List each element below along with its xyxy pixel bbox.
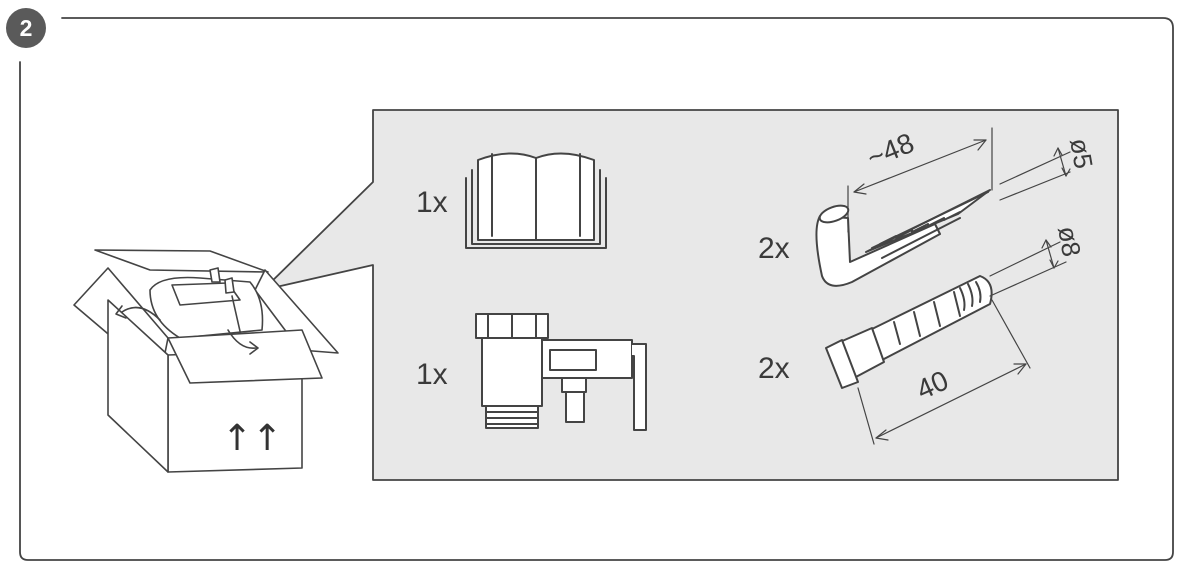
- valve-icon: [475, 313, 647, 431]
- step-number-badge: 2: [6, 8, 46, 48]
- anchor-diameter-label: ø8: [1052, 224, 1087, 259]
- box-up-arrows-icon: ↑↑: [222, 418, 282, 459]
- contents-panel: [262, 109, 1119, 481]
- unpack-arrow-right: [227, 329, 257, 349]
- outer-frame: [19, 17, 1174, 561]
- valve-quantity: 1x: [416, 358, 448, 391]
- manual-quantity: 1x: [416, 186, 448, 219]
- hook-diameter-label: ø5: [1064, 136, 1099, 171]
- box-front-flap: [167, 329, 323, 384]
- open-box-illustration: [73, 249, 339, 473]
- manual-book-icon: [465, 152, 607, 249]
- unpack-arrow-left: [121, 306, 161, 321]
- wall-anchor-icon: [825, 275, 993, 389]
- hook-screw-icon: [815, 189, 991, 287]
- hook-quantity: 2x: [758, 232, 790, 265]
- box-back-flap: [94, 249, 269, 273]
- hook-dimension-lines: [847, 127, 1071, 233]
- anchor-quantity: 2x: [758, 352, 790, 385]
- box-left-face: [107, 299, 169, 473]
- anchor-dimension-lines: [857, 239, 1067, 445]
